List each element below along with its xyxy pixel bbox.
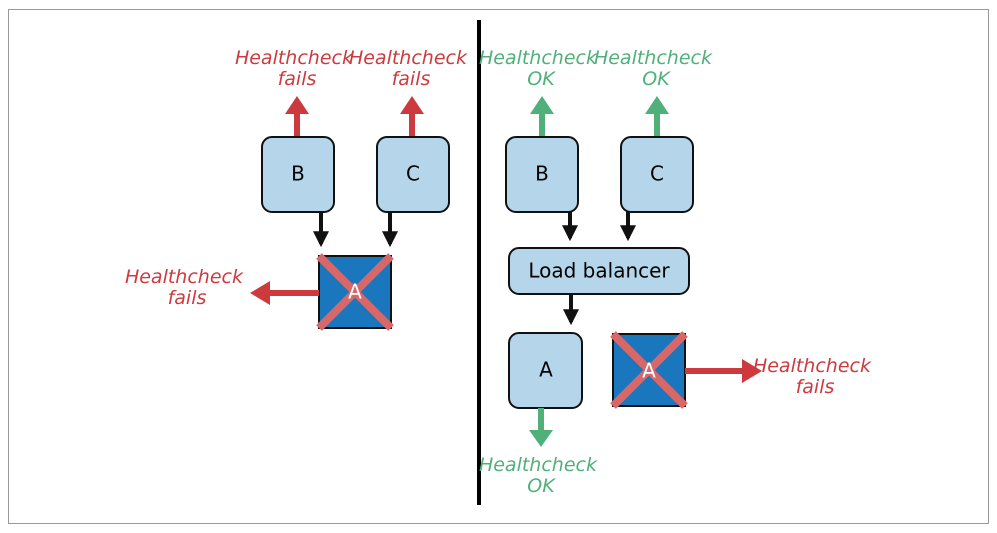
load-balancer-box: Load balancer [508,247,690,295]
right-node-c: C [620,136,694,213]
left-a-fail-arrow [250,281,319,305]
right-node-b: B [505,136,579,213]
right-failed-node-a: A [610,331,688,409]
svg-text:B: B [291,162,305,186]
left-a-status: Healthcheck fails [125,266,249,309]
svg-text:B: B [535,162,549,186]
svg-text:C: C [406,162,420,186]
right-b-status: Healthcheck OK [479,47,603,90]
right-panel: Healthcheck OK Healthcheck OK B C [479,47,877,497]
left-failed-node-a: A [316,253,394,331]
right-failed-a-fail-arrow [685,359,762,383]
svg-text:Load balancer: Load balancer [528,259,670,283]
left-c-status: Healthcheck fails [349,47,473,90]
right-failed-a-status: Healthcheck fails [753,355,877,398]
svg-text:A: A [348,280,362,304]
right-c-ok-arrow [645,96,669,138]
right-b-ok-arrow [530,96,554,138]
svg-text:A: A [539,358,553,382]
svg-text:A: A [642,359,656,383]
left-panel: Healthcheck fails Healthcheck fails B C [125,47,473,331]
left-node-b: B [261,136,335,213]
right-c-status: Healthcheck OK [594,47,718,90]
right-a-ok-arrow [529,408,553,447]
left-node-c: C [376,136,450,213]
left-b-fail-arrow [285,96,309,138]
diagram-frame [8,9,989,524]
right-node-a: A [508,332,583,409]
left-b-status: Healthcheck fails [235,47,359,90]
right-a-status: Healthcheck OK [479,454,603,497]
left-c-fail-arrow [400,96,424,138]
svg-text:C: C [650,162,664,186]
